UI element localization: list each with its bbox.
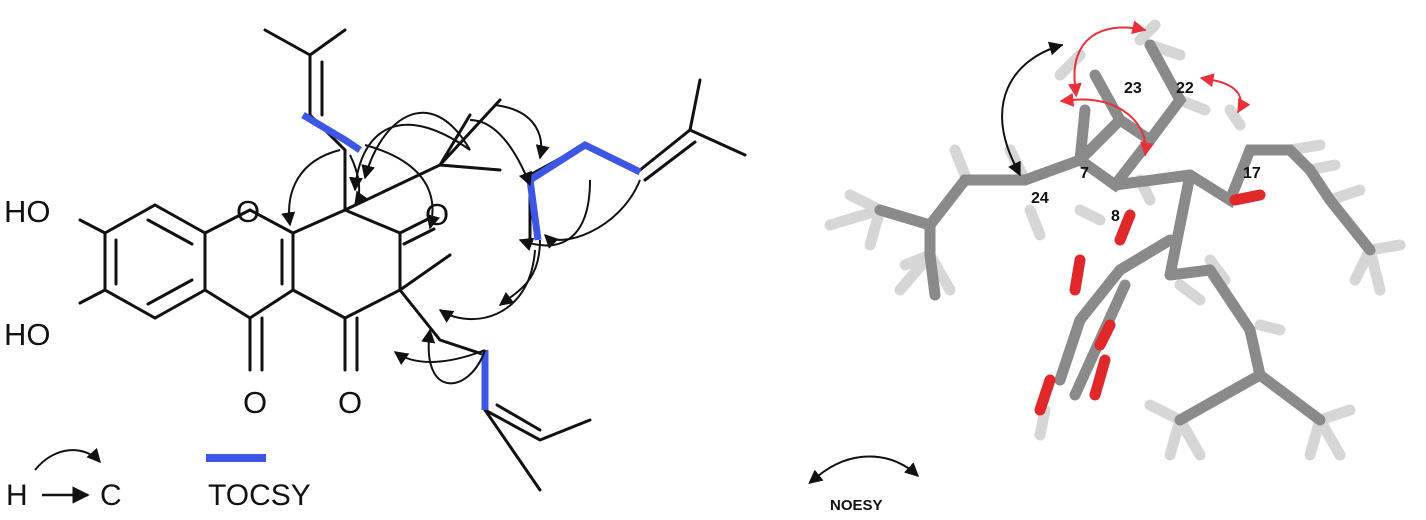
legend-tocsy-label: TOCSY: [208, 479, 311, 512]
carbonyl-oxygen-label-1: O: [243, 385, 267, 420]
legend-noesy-arrow: [808, 455, 920, 484]
3d-model: 23 22 7 17 24 8: [824, 19, 1406, 461]
tocsy-bond-right-2: [526, 179, 542, 241]
cyclohexenone-ring: [291, 208, 402, 320]
tocsy-bond-right-1: [528, 140, 642, 183]
atom-number-17: 17: [1243, 165, 1261, 182]
legend: H C TOCSY NOESY: [6, 447, 920, 514]
legend-noesy-label: NOESY: [830, 497, 883, 514]
tocsy-bond-top: [301, 111, 362, 153]
atom-number-23: 23: [1124, 80, 1142, 97]
noesy-arrow-black: [1001, 41, 1064, 177]
ho-label-lower: HO: [4, 317, 51, 352]
tocsy-bonds: [301, 111, 642, 410]
benzene-ring: [103, 203, 207, 320]
atom-number-24: 24: [1031, 190, 1049, 207]
legend-c-label: C: [100, 479, 122, 512]
pyran-ring: [203, 208, 295, 320]
noesy-arrow-red-1: [1067, 20, 1147, 98]
atom-number-22: 22: [1176, 80, 1194, 97]
noesy-arrow-red-2: [1059, 92, 1154, 157]
carbonyl-oxygen-label-2: O: [338, 385, 362, 420]
2d-structure: [78, 28, 747, 492]
atom-number-8: 8: [1111, 208, 1120, 225]
legend-curved-arrow: [34, 447, 101, 471]
noesy-arrow-red-3: [1199, 73, 1251, 114]
legend-h-label: H: [6, 479, 28, 512]
hmbc-arrows: [281, 104, 641, 385]
ring-oxygen-label: O: [236, 194, 260, 229]
ketone-oxygen-label: O: [425, 197, 449, 232]
ho-label-upper: HO: [4, 194, 51, 229]
oxygen-bonds: [1034, 189, 1266, 416]
atom-number-7: 7: [1080, 165, 1089, 182]
